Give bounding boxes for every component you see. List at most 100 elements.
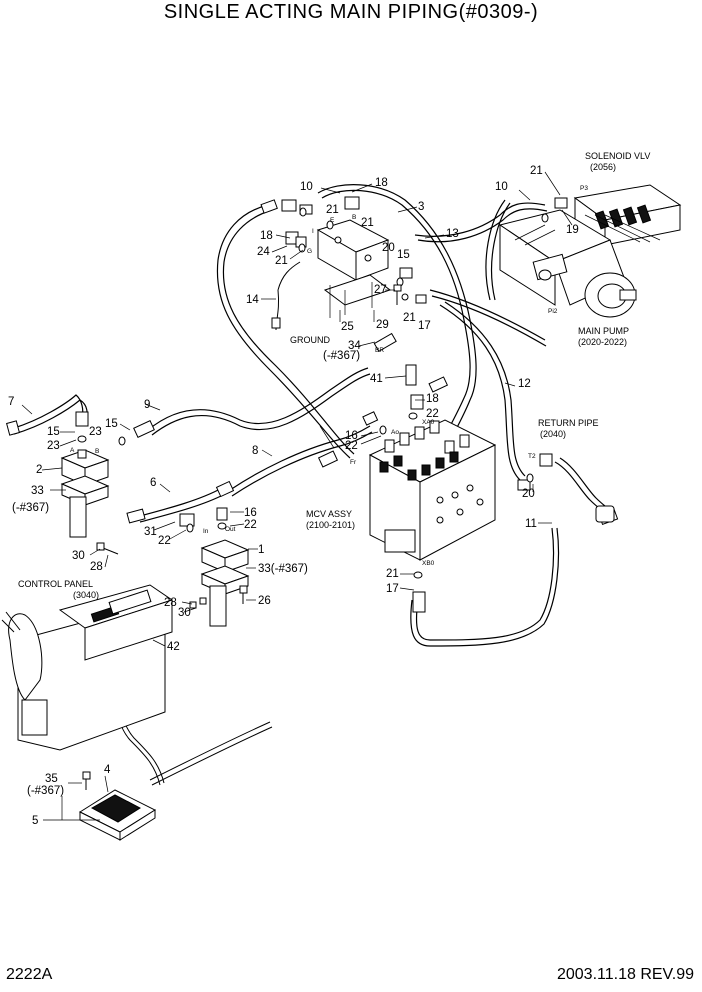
callout: 12 [518, 378, 531, 390]
port-label: B [95, 448, 99, 455]
callout: 41 [370, 373, 383, 385]
drawing-title: SINGLE ACTING MAIN PIPING(#0309-) [163, 1, 539, 23]
callout: 19 [566, 224, 579, 236]
solenoid-valve [573, 184, 682, 247]
port-label: E [330, 217, 335, 224]
callout: 18 [260, 230, 273, 242]
return-pipe-number: (2040) [540, 429, 566, 439]
callout: 15 [397, 249, 410, 261]
callout: 16 [345, 430, 358, 442]
callout: 31 [144, 526, 157, 538]
callout: 15 [47, 426, 60, 438]
callout: 13 [446, 228, 459, 240]
port-label: In [203, 528, 209, 535]
callout: 25 [341, 321, 354, 333]
return-flange [595, 505, 615, 523]
callout: 20 [382, 242, 395, 254]
callout: 18 [375, 177, 388, 189]
floor-pedal [78, 789, 157, 841]
port-label: A [70, 447, 75, 454]
callout: 21 [361, 217, 374, 229]
mcv-assembly [368, 419, 497, 561]
port-label: B [352, 214, 356, 221]
callout: 8 [252, 445, 258, 457]
solenoid-vlv-label: SOLENOID VLV [585, 151, 650, 161]
callout: 21 [386, 568, 399, 580]
callout: 22 [345, 440, 358, 452]
callout: (-#367) [323, 350, 360, 362]
callout: (-#367) [12, 502, 49, 514]
port-label-group: A B I E B G BR XA0 Ao Fr In Out XB0 T2 P… [70, 185, 588, 567]
control-panel-number: (3040) [73, 590, 99, 600]
port-label: Pi2 [548, 308, 558, 315]
callout: 22 [158, 535, 171, 547]
callout: 10 [495, 181, 508, 193]
callout: 18 [426, 393, 439, 405]
callout: 6 [150, 477, 156, 489]
mcv-assy-label: MCV ASSY [306, 509, 352, 519]
callout: 22 [426, 408, 439, 420]
callout: 9 [144, 399, 150, 411]
pedal-valve-left [60, 449, 110, 538]
callout: (-#367) [27, 785, 64, 797]
callout: 17 [386, 583, 399, 595]
o-rings [77, 207, 549, 579]
bolts [82, 284, 402, 790]
main-pump-label: MAIN PUMP [578, 326, 629, 336]
port-label: XB0 [422, 560, 435, 567]
ground-label: GROUND [290, 335, 330, 345]
callout: 35 [45, 773, 58, 785]
return-pipe-label: RETURN PIPE [538, 418, 599, 428]
callout: 2 [36, 464, 42, 476]
callout: 7 [8, 396, 14, 408]
solenoid-vlv-number: (2056) [590, 162, 616, 172]
callout: 1 [258, 544, 264, 556]
callout: 17 [418, 320, 431, 332]
callout: 14 [246, 294, 259, 306]
callout: 30 [178, 607, 191, 619]
port-label: P3 [580, 185, 588, 192]
control-panel [1, 584, 174, 751]
callout: 33 [31, 485, 44, 497]
callout: 26 [258, 595, 271, 607]
callout: 10 [300, 181, 313, 193]
port-label: Out [225, 526, 236, 533]
main-pump [498, 209, 637, 318]
callout: 11 [525, 518, 537, 530]
callout: 21 [403, 312, 416, 324]
hose-group [13, 184, 615, 786]
valve-block [316, 219, 392, 318]
callout: 27 [374, 284, 387, 296]
callout: 4 [104, 764, 111, 776]
callout: 42 [167, 641, 180, 653]
pedal-valve-right [200, 539, 250, 627]
callout: 23 [89, 426, 102, 438]
page-code: 2222A [6, 966, 53, 983]
callout: 21 [326, 204, 339, 216]
mcv-assy-number: (2100-2101) [306, 520, 355, 530]
callout: 21 [530, 165, 543, 177]
callout: 21 [275, 255, 288, 267]
callout: 28 [164, 597, 177, 609]
callout: 24 [257, 246, 270, 258]
control-panel-label: CONTROL PANEL [18, 579, 93, 589]
callout: 28 [90, 561, 103, 573]
callout: 23 [47, 440, 60, 452]
main-pump-number: (2020-2022) [578, 337, 627, 347]
callout: 20 [522, 488, 535, 500]
callout: 3 [418, 201, 424, 213]
port-label: G [307, 248, 312, 255]
callout-group: 10 18 3 21 21 13 18 24 21 20 15 10 21 19… [8, 165, 579, 827]
callout: 34 [348, 340, 361, 352]
port-label: Fr [350, 459, 357, 466]
callout: 29 [376, 319, 389, 331]
port-label: T2 [528, 453, 536, 460]
port-label: XA0 [422, 419, 435, 426]
port-label: Ao [391, 429, 399, 436]
callout: 22 [244, 519, 257, 531]
callout: 33(-#367) [258, 563, 308, 575]
callout: 5 [32, 815, 38, 827]
date-revision: 2003.11.18 REV.99 [556, 966, 694, 983]
port-label: I [312, 228, 314, 235]
